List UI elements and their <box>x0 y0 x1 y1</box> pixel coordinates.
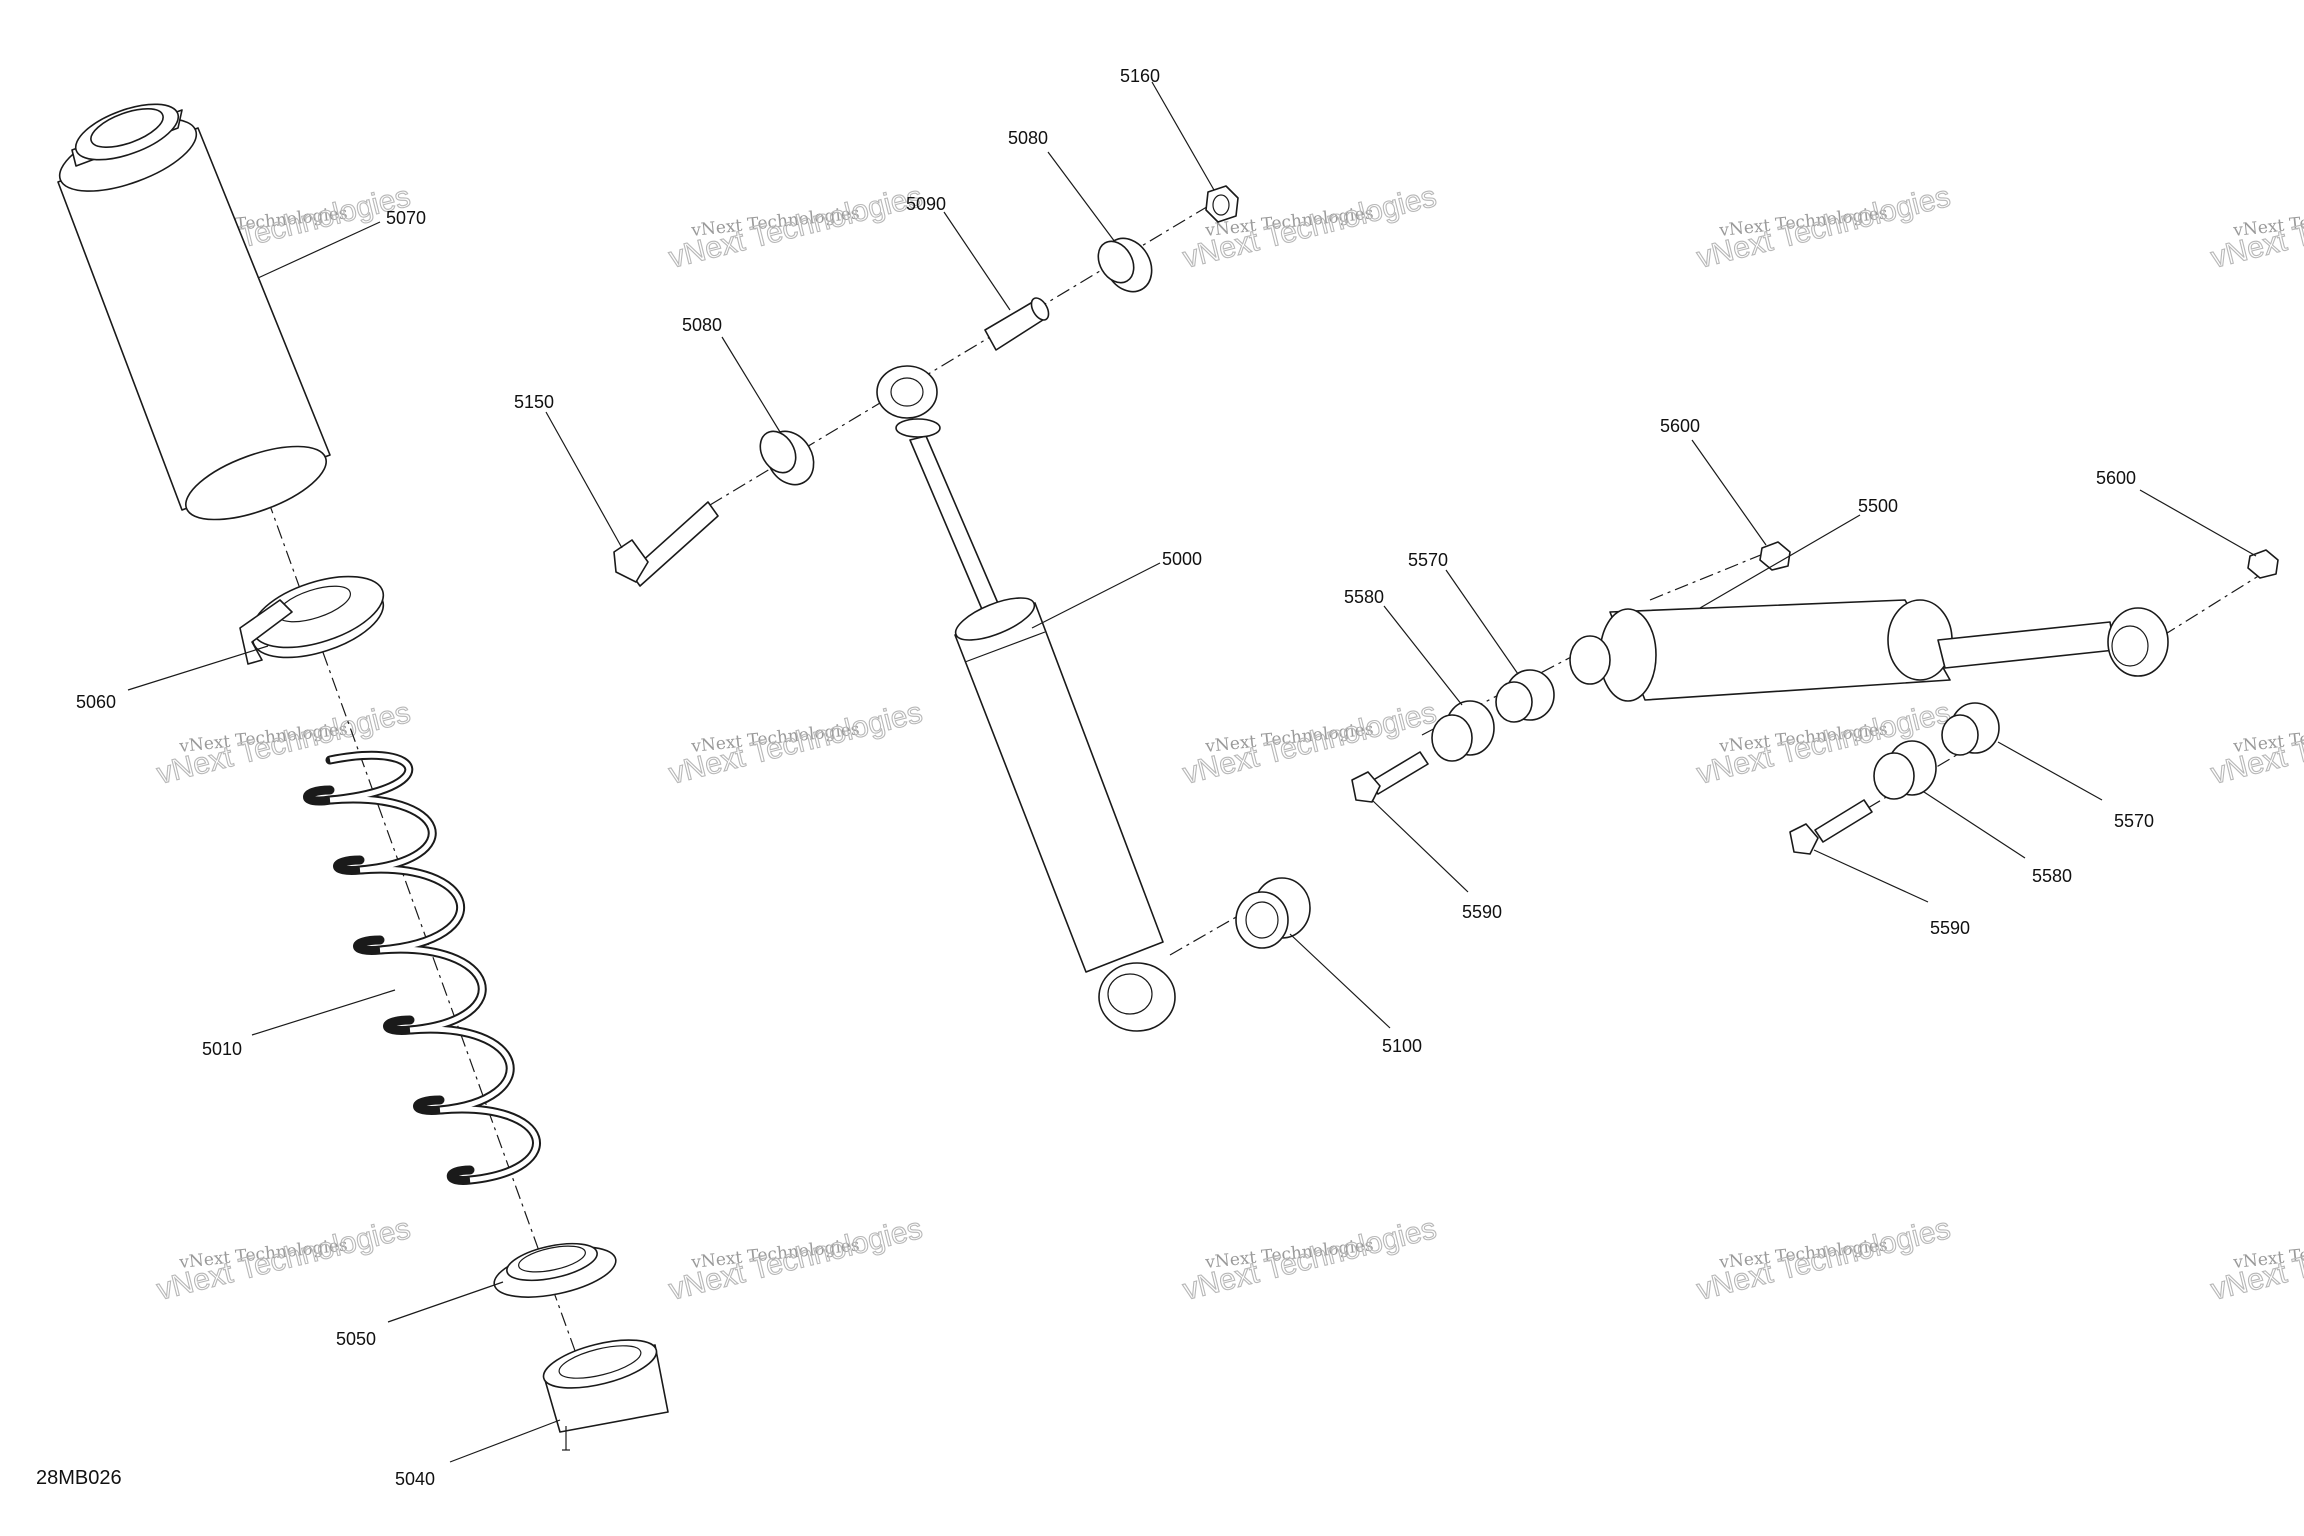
callout-label: 5010 <box>202 1039 242 1059</box>
callout-5090: 5090 <box>906 194 1011 311</box>
callout-label: 5080 <box>1008 128 1048 148</box>
part-5100-bushing <box>1235 877 1311 949</box>
callout-label: 5500 <box>1858 496 1898 516</box>
part-5580-bushing-left <box>1431 700 1495 762</box>
part-5590-bolt-right <box>1789 799 1873 855</box>
part-5050-spring-seat <box>493 1242 617 1298</box>
callout-label: 5060 <box>76 692 116 712</box>
part-5000-shock-absorber <box>876 365 1176 1032</box>
part-5580-bushing-right <box>1873 740 1937 800</box>
part-5590-bolt-left <box>1351 751 1429 803</box>
callout-label: 5590 <box>1462 902 1502 922</box>
part-5080-bushing-upper <box>1097 237 1153 293</box>
part-5040-adjuster <box>542 1339 669 1451</box>
callout-5580-right: 5580 <box>1923 791 2072 886</box>
callout-5010: 5010 <box>202 989 396 1059</box>
callout-label: 5590 <box>1930 918 1970 938</box>
callout-5100: 5100 <box>1289 933 1422 1056</box>
callout-5160: 5160 <box>1120 66 1215 191</box>
part-5570-spacer-right <box>1941 702 2000 756</box>
callout-5080-lower: 5080 <box>682 315 781 433</box>
part-5150-bolt <box>613 501 719 587</box>
callout-5600-left: 5600 <box>1660 416 1767 546</box>
callout-label: 5050 <box>336 1329 376 1349</box>
callout-5580-left: 5580 <box>1344 587 1463 706</box>
callout-5000: 5000 <box>1031 549 1202 629</box>
part-5600-nut-left <box>1759 541 1791 571</box>
callout-label: 5080 <box>682 315 722 335</box>
part-5060-retainer <box>239 575 385 665</box>
part-5090-spacer <box>984 297 1050 351</box>
callout-5060: 5060 <box>76 645 269 712</box>
callout-label: 5600 <box>2096 468 2136 488</box>
callout-5070: 5070 <box>257 208 426 279</box>
callout-5150: 5150 <box>514 392 623 549</box>
callout-label: 5570 <box>2114 811 2154 831</box>
callout-label: 5580 <box>1344 587 1384 607</box>
part-5010-coil-spring <box>303 750 541 1185</box>
part-5500-damper <box>1569 599 2169 702</box>
part-5570-spacer-left <box>1495 669 1555 723</box>
callout-label: 5000 <box>1162 549 1202 569</box>
callout-5570-right: 5570 <box>1997 741 2154 831</box>
callout-label: 5150 <box>514 392 554 412</box>
figure-id: 28MB026 <box>36 1467 122 1489</box>
callout-5590-left: 5590 <box>1371 799 1502 922</box>
callout-5570-left: 5570 <box>1408 550 1519 675</box>
callout-label: 5100 <box>1382 1036 1422 1056</box>
callout-5040: 5040 <box>395 1419 561 1489</box>
callout-label: 5580 <box>2032 866 2072 886</box>
callout-label: 5570 <box>1408 550 1448 570</box>
callout-label: 5090 <box>906 194 946 214</box>
callout-5600-right: 5600 <box>2096 468 2257 557</box>
part-5080-bushing-lower <box>759 430 815 486</box>
part-5070-sleeve <box>57 103 331 521</box>
callout-5500: 5500 <box>1699 496 1898 609</box>
callout-label: 5600 <box>1660 416 1700 436</box>
callout-5080-upper: 5080 <box>1008 128 1116 243</box>
part-5600-nut-right <box>2247 549 2279 579</box>
assembly-axes <box>267 189 2261 1421</box>
callout-5590-right: 5590 <box>1813 849 1970 938</box>
callout-label: 5160 <box>1120 66 1160 86</box>
callout-label: 5040 <box>395 1469 435 1489</box>
callout-5050: 5050 <box>336 1281 504 1349</box>
part-5160-nut <box>1205 185 1239 223</box>
callout-label: 5070 <box>386 208 426 228</box>
